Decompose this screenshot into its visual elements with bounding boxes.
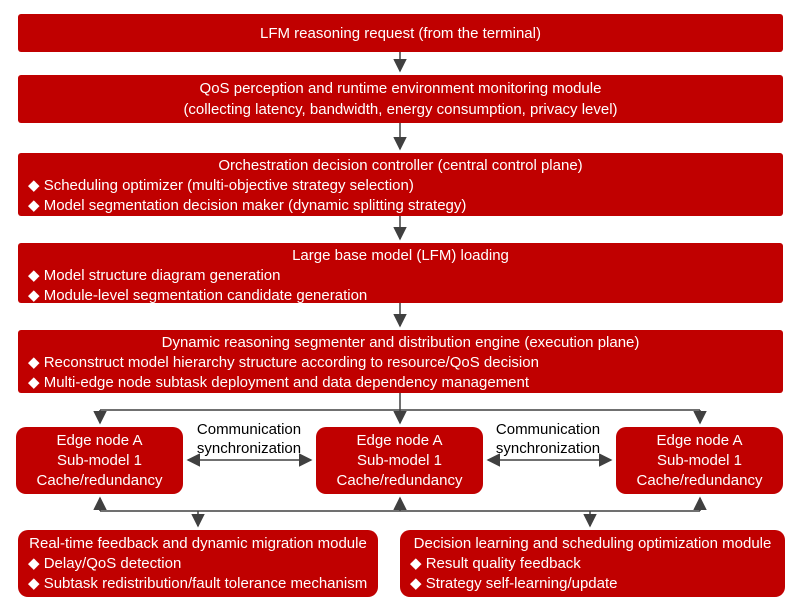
edge-sub-model: Sub-model 1 [656, 452, 743, 469]
orchestration-controller-box: Orchestration decision controller (centr… [18, 153, 783, 216]
lfm-loading-box: Large base model (LFM) loading ◆ Model s… [18, 243, 783, 304]
edge-node-name: Edge node A [56, 432, 143, 449]
learning-bullet-1: ◆ Result quality feedback [410, 555, 581, 572]
edge-node-name: Edge node A [656, 432, 743, 449]
segmenter-title: Dynamic reasoning segmenter and distribu… [161, 334, 640, 351]
segmenter-bullet-1: ◆ Reconstruct model hierarchy structure … [28, 354, 539, 371]
edge-sub-model: Sub-model 1 [56, 452, 143, 469]
lfm-loading-bullet-1: ◆ Model structure diagram generation [28, 267, 281, 284]
learning-title: Decision learning and scheduling optimiz… [413, 535, 772, 552]
segmenter-engine-box: Dynamic reasoning segmenter and distribu… [18, 330, 783, 393]
edge-cache: Cache/redundancy [336, 472, 463, 489]
lfm-loading-bullet-2: ◆ Module-level segmentation candidate ge… [28, 287, 368, 304]
feedback-title: Real-time feedback and dynamic migration… [29, 535, 367, 552]
edge-node-box-right: Edge node A Sub-model 1 Cache/redundancy [616, 427, 783, 494]
edge-sub-model: Sub-model 1 [356, 452, 443, 469]
edge-node-box-left: Edge node A Sub-model 1 Cache/redundancy [16, 427, 183, 494]
feedback-bullet-2: ◆ Subtask redistribution/fault tolerance… [28, 575, 368, 592]
orchestration-bullet-2: ◆ Model segmentation decision maker (dyn… [28, 197, 467, 214]
edge-cache: Cache/redundancy [636, 472, 763, 489]
edge-node-name: Edge node A [356, 432, 443, 449]
comm-sync-label-left: Communication synchronization [196, 421, 302, 457]
feedback-migration-box: Real-time feedback and dynamic migration… [18, 530, 378, 597]
qos-line2: (collecting latency, bandwidth, energy c… [183, 101, 618, 118]
edge-cache: Cache/redundancy [36, 472, 163, 489]
edge-node-box-center: Edge node A Sub-model 1 Cache/redundancy [316, 427, 483, 494]
segmenter-bullet-2: ◆ Multi-edge node subtask deployment and… [28, 374, 530, 391]
comm-sync-label-right: Communication synchronization [495, 421, 601, 457]
learning-optimization-box: Decision learning and scheduling optimiz… [400, 530, 785, 597]
qos-monitoring-box: QoS perception and runtime environment m… [18, 75, 783, 123]
learning-bullet-2: ◆ Strategy self-learning/update [410, 575, 618, 592]
orchestration-title: Orchestration decision controller (centr… [218, 157, 583, 174]
orchestration-bullet-1: ◆ Scheduling optimizer (multi-objective … [28, 177, 414, 194]
lfm-request-box: LFM reasoning request (from the terminal… [18, 14, 783, 52]
lfm-loading-title: Large base model (LFM) loading [292, 247, 509, 264]
feedback-bullet-1: ◆ Delay/QoS detection [28, 555, 182, 572]
lfm-request-title: LFM reasoning request (from the terminal… [260, 24, 541, 42]
qos-line1: QoS perception and runtime environment m… [199, 80, 602, 97]
